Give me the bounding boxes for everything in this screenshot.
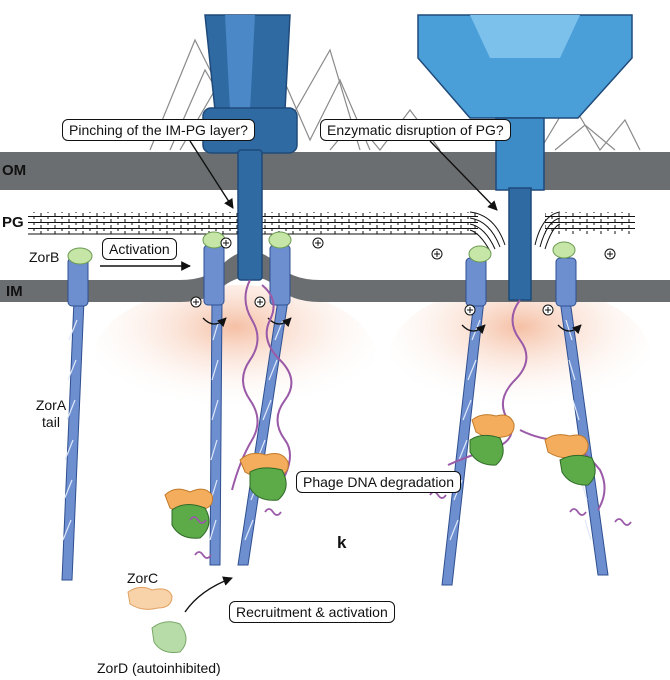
pg-label: PG — [2, 214, 24, 231]
activation-callout: Activation — [102, 238, 177, 260]
zorb-unit-4 — [465, 245, 492, 307]
inner-membrane — [0, 251, 670, 302]
zora-label-line2: tail — [42, 414, 60, 430]
free-zord-shape — [151, 621, 187, 653]
zorcd-complex-3 — [469, 414, 515, 466]
annotation-arrows — [100, 140, 498, 613]
enzymatic-callout: Enzymatic disruption of PG? — [320, 119, 511, 141]
zorb-unit-2 — [202, 231, 226, 306]
dna-degradation-callout: Phage DNA degradation — [296, 471, 461, 493]
zorb-unit-5 — [552, 241, 577, 307]
zorb-complexes — [67, 231, 577, 307]
zorcd-complex-2 — [239, 452, 289, 501]
om-label: OM — [2, 162, 27, 179]
recruitment-callout: Recruitment & activation — [229, 601, 395, 623]
right-activation-glow — [390, 285, 650, 425]
proton-plus-marks — [193, 240, 613, 313]
pinching-callout: Pinching of the IM-PG layer? — [62, 119, 255, 141]
zorcd-complex-1 — [164, 488, 213, 539]
zorb-label: ZorB — [29, 249, 60, 265]
zorcd-complexes — [164, 414, 596, 539]
zorb-unit-1 — [67, 247, 93, 307]
phage-right — [417, 14, 633, 301]
panel-letter: k — [337, 533, 347, 552]
outer-membrane — [0, 152, 670, 190]
zorb-unit-3 — [268, 231, 292, 306]
zora-label-line1: ZorA — [35, 397, 67, 413]
left-activation-glow — [95, 285, 375, 425]
zord-label: ZorD (autoinhibited) — [97, 660, 221, 676]
free-zorc-shape — [127, 586, 173, 610]
zorc-label: ZorC — [127, 570, 159, 586]
zorcd-complex-4 — [544, 434, 596, 486]
im-label: IM — [6, 283, 23, 300]
